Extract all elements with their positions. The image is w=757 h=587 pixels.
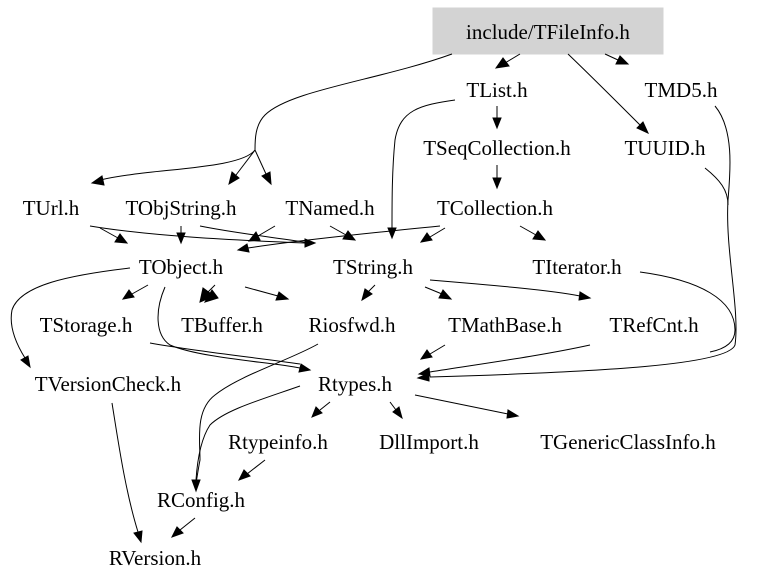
edge-turl-tobject-arrow (114, 233, 129, 244)
node-riosfwd[interactable]: Riosfwd.h (309, 313, 396, 337)
edge-tstring-tmathbase-arrow (438, 289, 453, 300)
edge-root-tlist (504, 53, 521, 64)
edge-tversioncheck-rversion-arrow (133, 530, 143, 544)
edge-root-turl-arrow (90, 175, 105, 186)
edge-riosfwd-rconfig (195, 343, 319, 484)
node-tmathbase[interactable]: TMathBase.h (448, 313, 562, 337)
edge-root-turl (99, 149, 256, 181)
node-tuuid[interactable]: TUUID.h (624, 136, 706, 160)
node-dllimport[interactable]: DllImport.h (379, 430, 479, 454)
node-turl[interactable]: TUrl.h (23, 196, 80, 220)
edge-rtypeinfo-rconfig (246, 459, 266, 475)
edge-tobject-tbuffer-arrow-2 (203, 289, 219, 303)
edge-trefcnt-rtypes (429, 344, 591, 373)
node-tlist[interactable]: TList.h (466, 78, 528, 102)
edges (10, 53, 737, 544)
node-rtypes[interactable]: Rtypes.h (318, 372, 393, 396)
edge-tobject-riosfwd (244, 286, 279, 297)
node-tbuffer[interactable]: TBuffer.h (181, 313, 263, 337)
edge-root-tmd5-arrow (615, 55, 630, 65)
node-root[interactable]: include/TFileInfo.h (466, 20, 630, 44)
edge-root-tuuid (567, 53, 641, 126)
edge-tversioncheck-rversion (111, 402, 139, 533)
edge-rconfig-rversion-arrow (170, 526, 184, 538)
node-tmd5[interactable]: TMD5.h (645, 78, 718, 102)
edge-rtypeinfo-rconfig-arrow (237, 469, 251, 481)
node-tcollection[interactable]: TCollection.h (437, 196, 554, 220)
node-rconfig[interactable]: RConfig.h (157, 488, 246, 512)
node-rversion[interactable]: RVersion.h (109, 546, 202, 570)
edge-tmathbase-rtypes-arrow (419, 349, 433, 360)
node-tobjstring[interactable]: TObjString.h (125, 196, 237, 220)
edge-turl-tobject (99, 227, 119, 239)
edge-tcollection-tobject-arrow (236, 243, 250, 253)
edge-root-tlist-arrow (494, 57, 510, 69)
edge-rtypes-rconfig (195, 385, 301, 481)
edge-tobject-tstorage-arrow (121, 289, 135, 300)
edge-tobject-riosfwd-arrow (275, 291, 290, 301)
edge-tmathbase-rtypes (429, 344, 446, 355)
edge-rtypes-rtypeinfo-arrow (311, 406, 323, 418)
edge-tobject-tbuffer (207, 284, 216, 293)
edge-tlist-tstring-arrow (387, 227, 397, 240)
edge-tobject-tstorage (131, 284, 149, 295)
edge-tstorage-rtypes (149, 342, 301, 365)
edge-tobject-tversioncheck-arrow (20, 355, 31, 369)
node-tnamed[interactable]: TNamed.h (285, 196, 375, 220)
edge-tseq-tcollection-arrow (492, 177, 502, 190)
node-trefcnt[interactable]: TRefCnt.h (609, 313, 699, 337)
edge-rtypes-tgenericclassinfo (414, 394, 509, 415)
node-rtypeinfo[interactable]: Rtypeinfo.h (228, 430, 328, 454)
edge-root-tobjstring (235, 149, 256, 176)
edge-tstring-riosfwd (367, 284, 376, 293)
edge-tobject-tversioncheck (10, 267, 131, 359)
edge-tstring-trefcnt (429, 279, 581, 297)
edge-rtypes-rtypeinfo (319, 401, 331, 411)
edge-tlist-tseqcollection-arrow (492, 117, 502, 130)
node-tstorage[interactable]: TStorage.h (40, 313, 133, 337)
edge-tcollection-tstring (429, 227, 446, 238)
edge-root-bundle (254, 53, 453, 151)
edge-rtypes-dllimport-arrow (392, 406, 403, 420)
node-tstring[interactable]: TString.h (333, 255, 413, 279)
edge-tcollection-tstring-arrow (419, 232, 433, 243)
edge-tcollection-titerator-arrow (532, 230, 547, 241)
node-tseqcollection[interactable]: TSeqCollection.h (423, 136, 571, 160)
edge-tcollection-tobject (247, 225, 441, 249)
edge-tstring-tmathbase (424, 286, 443, 295)
node-tobject[interactable]: TObject.h (139, 255, 224, 279)
node-tversioncheck[interactable]: TVersionCheck.h (35, 372, 182, 396)
edge-tnamed-tobject-arrow (247, 231, 261, 242)
edge-rtypes-tgenericclassinfo-arrow (506, 409, 520, 419)
edge-root-tuuid-arrow (636, 121, 650, 135)
edge-root-tmd5 (604, 53, 619, 61)
edge-root-tnamed-arrow (261, 171, 272, 186)
edge-tcollection-titerator (519, 225, 537, 236)
edge-root-tnamed (254, 149, 267, 175)
edge-titerator-rtypes (639, 271, 736, 353)
edge-root-tobjstring-arrow (228, 171, 240, 186)
edge-tnamed-tobject (257, 225, 276, 237)
edge-tstring-riosfwd-arrow (361, 288, 373, 302)
edge-trefcnt-rtypes-arrow (417, 367, 431, 377)
edge-rtypes-rconfig-arrow (191, 479, 201, 493)
node-titerator[interactable]: TIterator.h (532, 255, 622, 279)
root-node-box (432, 7, 664, 55)
edge-tnamed-tstring (329, 225, 347, 236)
edge-turl-tstring (89, 225, 306, 244)
node-tgenericclassinfo[interactable]: TGenericClassInfo.h (540, 430, 716, 454)
edge-tobject-rtypes-arrow (298, 363, 312, 373)
edge-tobjstring-tobject-arrow (176, 232, 186, 245)
edge-tstring-trefcnt-arrow (578, 291, 592, 301)
edge-rconfig-rversion (179, 517, 196, 531)
edge-tmd5-rtypes (429, 105, 737, 378)
edge-rtypes-dllimport (389, 401, 397, 411)
edge-tuuid-rtypes (704, 167, 729, 206)
nodes: include/TFileInfo.h TList.h TMD5.h TSeqC… (23, 20, 718, 570)
edge-tlist-tstring (391, 99, 456, 229)
